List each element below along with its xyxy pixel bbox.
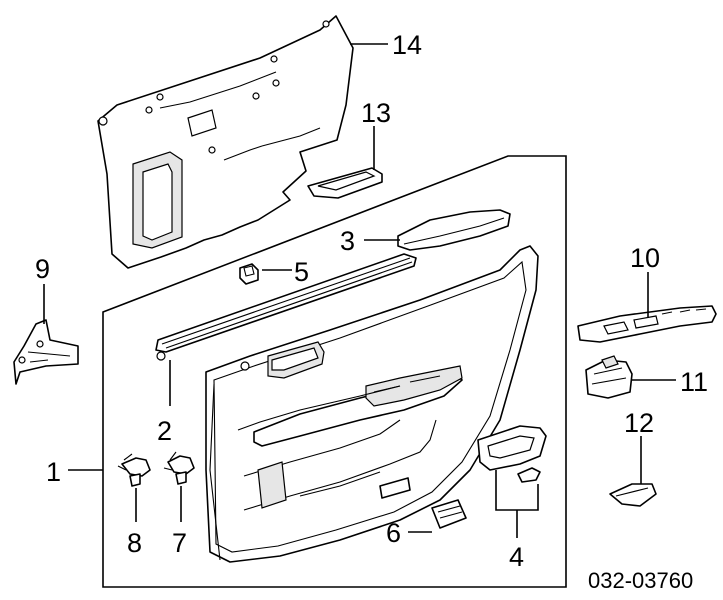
callout-1: 1: [46, 457, 61, 487]
callout-7: 7: [172, 528, 187, 558]
callout-14: 14: [392, 30, 422, 60]
callout-9: 9: [35, 254, 50, 284]
switch-panel-part-10: [577, 305, 717, 343]
cover-cap-part-12: [609, 483, 657, 507]
callout-8: 8: [127, 528, 142, 558]
callout-12: 12: [624, 408, 654, 438]
weatherstrip-part-2: [155, 253, 417, 361]
trim-clip-part-8: [117, 453, 151, 487]
callout-3: 3: [340, 226, 355, 256]
door-trim-panel-part-1: [205, 245, 539, 563]
window-switch-part-11: [585, 355, 633, 399]
leader-4: [495, 470, 539, 538]
armrest-pad-part-3: [397, 209, 511, 251]
diagram-code: 032-03760: [588, 568, 693, 593]
callout-13: 13: [361, 98, 391, 128]
callout-6: 6: [386, 518, 401, 548]
callout-11: 11: [680, 367, 708, 397]
callout-5: 5: [294, 257, 309, 287]
callout-4: 4: [509, 542, 524, 572]
clip-nut-part-5: [239, 263, 259, 285]
callout-10: 10: [630, 243, 660, 273]
assembly-frame: [102, 155, 567, 588]
bracket-part-9: [13, 319, 79, 385]
callout-2: 2: [157, 416, 172, 446]
inner-handle-part-4: [477, 425, 547, 483]
door-liner-part-14: [97, 15, 354, 269]
switch-bezel-part-13: [307, 167, 383, 199]
trim-clip-part-7: [163, 451, 195, 485]
pocket-cover-part-6: [431, 499, 467, 529]
